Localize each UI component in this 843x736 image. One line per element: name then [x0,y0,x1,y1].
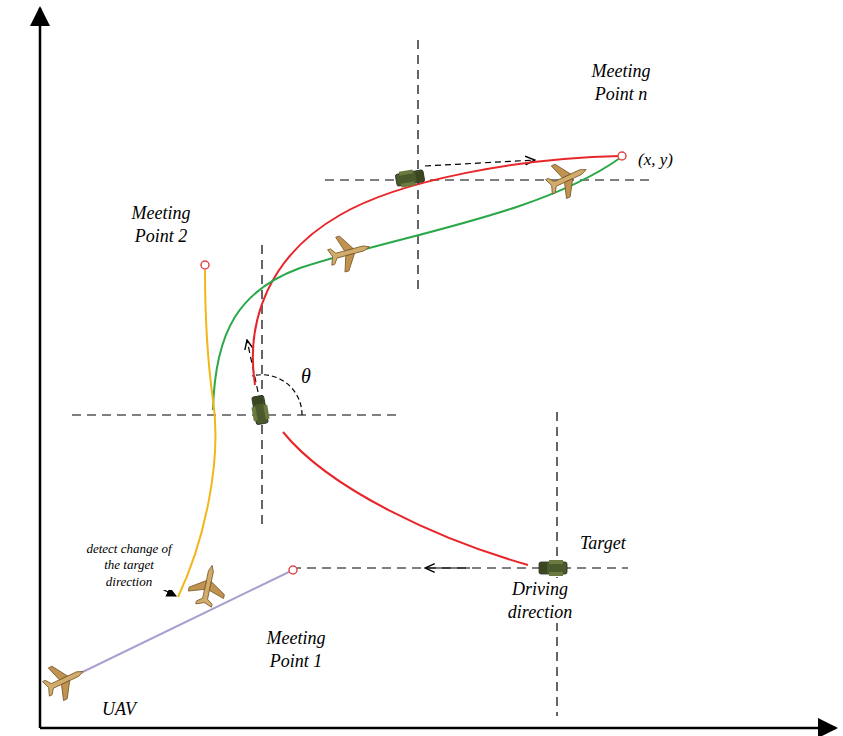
coordinate-label: (x, y) [636,149,716,170]
axes [40,8,836,728]
meeting-point-marks [201,152,626,574]
uav-label: UAV [100,698,150,721]
meeting-point-label: Meeting Point 1 [250,627,342,672]
meeting-point-label: Meeting Point 2 [115,202,207,247]
heading-arrows [247,160,535,392]
crosshair-lines [72,40,655,716]
callout-note: detect change of the target direction [84,541,174,590]
uav-path-yellow [178,270,215,597]
target-label: Target [578,532,648,555]
vehicle-icons [250,168,567,576]
target-path [253,156,620,565]
uav-path-green [213,158,620,410]
angle-label: θ [295,364,317,389]
meeting-point-label: Meeting Point n [575,60,667,105]
uav-icons [38,153,593,705]
driving-arrow [425,567,470,568]
direction-label: Driving direction [490,578,590,623]
